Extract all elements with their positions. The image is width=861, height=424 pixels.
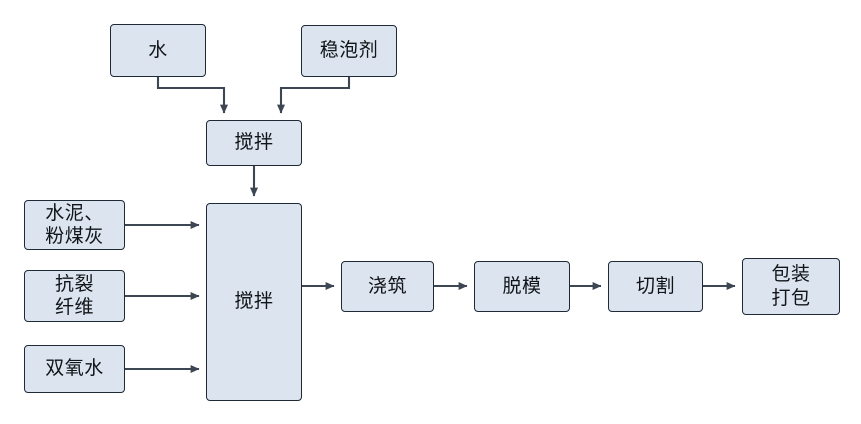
node-hydrogen-peroxide[interactable]: 双氧水 — [24, 345, 125, 393]
node-mixing-1[interactable]: 搅拌 — [206, 120, 302, 166]
edge-stabilizer-to-mix1 — [277, 77, 351, 114]
node-demolding[interactable]: 脱模 — [474, 261, 570, 312]
node-casting[interactable]: 浇筑 — [341, 261, 434, 312]
node-cutting[interactable]: 切割 — [608, 261, 703, 312]
edge-water-to-mix1 — [156, 77, 228, 114]
node-water[interactable]: 水 — [110, 24, 206, 77]
node-stabilizer[interactable]: 稳泡剂 — [301, 25, 397, 77]
node-anticrack-fiber[interactable]: 抗裂 纤维 — [24, 270, 125, 322]
node-mixing-2[interactable]: 搅拌 — [206, 203, 302, 401]
node-cement-flyash[interactable]: 水泥、 粉煤灰 — [24, 200, 125, 250]
node-packing[interactable]: 包装 打包 — [742, 258, 840, 315]
